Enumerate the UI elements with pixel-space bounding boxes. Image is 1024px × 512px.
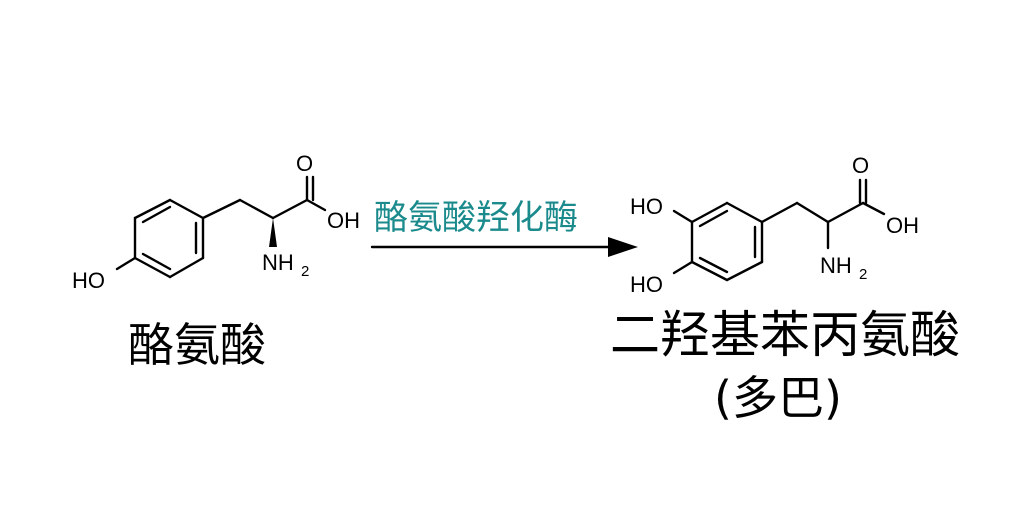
product-name: 二羟基苯丙氨酸 (610, 306, 960, 364)
o-label: O (852, 153, 869, 178)
reaction-arrow (370, 237, 638, 257)
nh-label: NH (262, 250, 294, 275)
ho-bottom-label: HO (630, 272, 663, 297)
reactant-name: 酪氨酸 (128, 318, 266, 372)
nh-label: NH (820, 253, 852, 278)
nh-subscript: 2 (859, 266, 867, 283)
ho-label: HO (72, 268, 105, 293)
nh-subscript: 2 (301, 263, 309, 280)
oh-label: OH (327, 208, 360, 233)
oh-label: OH (886, 213, 919, 238)
dopa-structure: HO HO O OH NH 2 (630, 153, 919, 297)
enzyme-label: 酪氨酸羟化酶 (374, 198, 578, 238)
o-label: O (296, 151, 313, 176)
wedge-bond (269, 218, 277, 247)
product-alias: (多巴) (714, 371, 842, 425)
tyrosine-structure: HO O OH NH 2 (72, 151, 360, 293)
ho-top-label: HO (630, 194, 663, 219)
